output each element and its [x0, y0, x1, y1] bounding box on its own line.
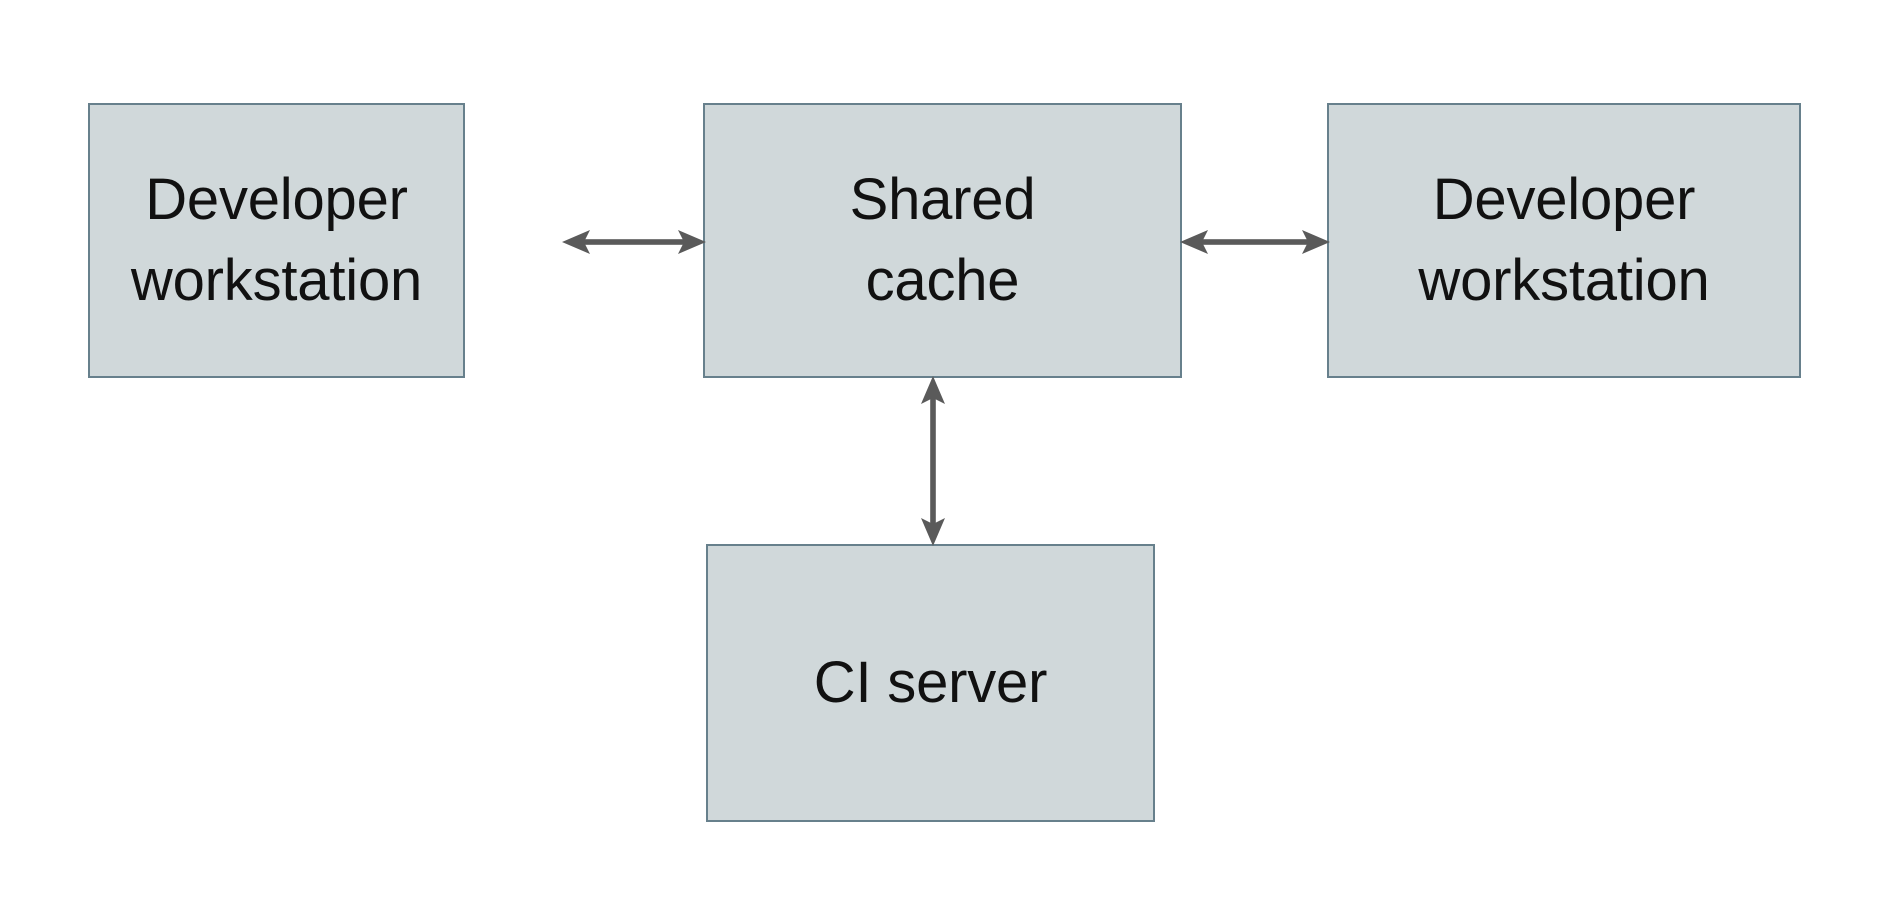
node-shared-cache[interactable]: Shared cache [703, 103, 1182, 378]
node-developer-workstation-left[interactable]: Developer workstation [88, 103, 465, 378]
double-arrow-icon [1180, 230, 1330, 254]
double-arrow-icon [562, 230, 706, 254]
double-arrow-icon [921, 376, 945, 546]
node-developer-workstation-right[interactable]: Developer workstation [1327, 103, 1801, 378]
node-label: Shared cache [849, 167, 1036, 313]
edge-shared-cache-to-ci-server [900, 374, 966, 548]
node-label: CI server [813, 649, 1048, 715]
node-ci-server[interactable]: CI server [706, 544, 1155, 822]
node-label: Developer workstation [130, 167, 423, 313]
edge-developer-left-to-shared-cache [560, 211, 708, 273]
node-label: Developer workstation [1418, 167, 1710, 313]
edge-shared-cache-to-developer-right [1178, 211, 1332, 273]
